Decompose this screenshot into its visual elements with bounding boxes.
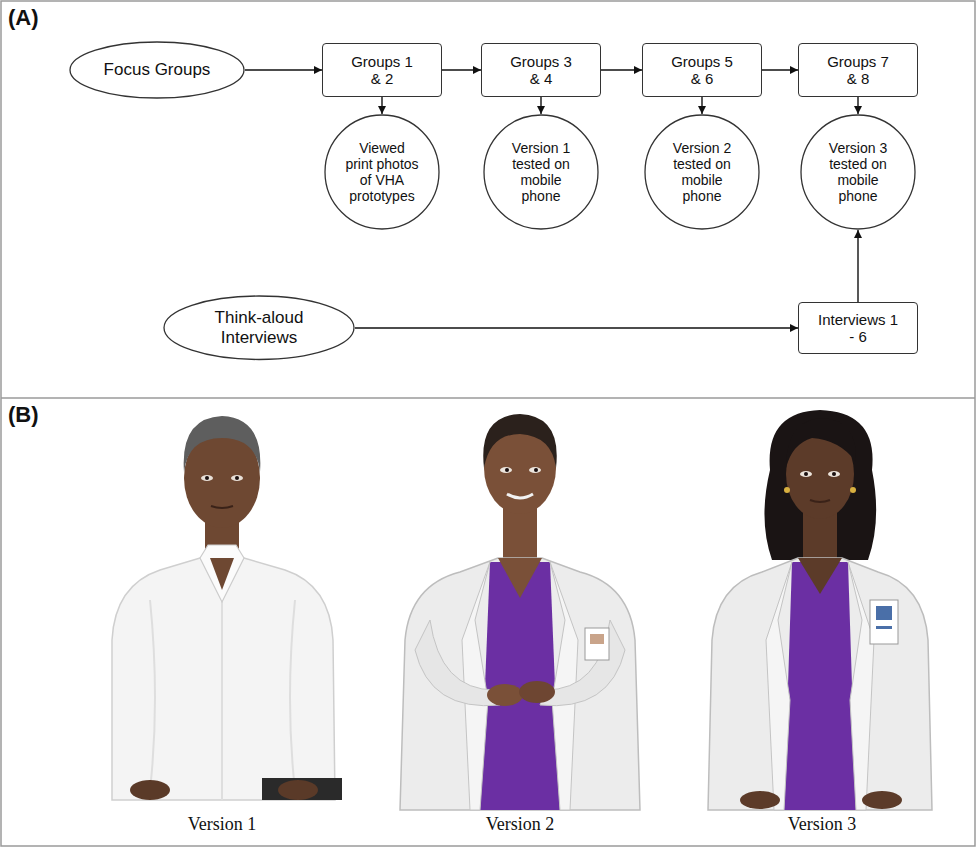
text-holder: Groups 5 & 6 (671, 53, 733, 88)
flow-arrow (762, 69, 798, 70)
text-holder: Viewed print photos of VHA prototypes (345, 140, 419, 204)
version-caption: Version 3 (788, 814, 857, 835)
node-text: Think-aloud Interviews (204, 308, 314, 347)
text-holder: Version 1 tested on mobile phone (504, 140, 578, 204)
node-text: Version 1 tested on mobile phone (504, 140, 578, 204)
text-holder: Version 3 tested on mobile phone (821, 140, 895, 204)
text-holder: Interviews 1 - 6 (817, 311, 899, 346)
ellipse-outline (70, 42, 244, 98)
flow-arrow (442, 69, 481, 70)
node-text: Viewed print photos of VHA prototypes (345, 140, 419, 204)
panel-letter: (A) (8, 5, 39, 31)
panel-divider (1, 397, 975, 399)
process-box: Interviews 1 - 6 (798, 302, 918, 354)
avatar-figure (400, 414, 640, 810)
outcome-circle: Version 3 tested on mobile phone (800, 114, 916, 230)
flow-arrow (540, 97, 541, 114)
avatar-figure (112, 416, 342, 800)
node-text: Focus Groups (104, 60, 211, 80)
ellipse-outline (164, 296, 354, 360)
node-text: Groups 7 & 8 (827, 53, 889, 88)
node-text: Interviews 1 - 6 (817, 311, 899, 346)
outcome-circle: Viewed print photos of VHA prototypes (324, 114, 440, 230)
outcome-circle: Version 1 tested on mobile phone (483, 114, 599, 230)
circle-outline (484, 115, 598, 229)
start-ellipse: Focus Groups (69, 41, 245, 99)
text-holder: Version 2 tested on mobile phone (665, 140, 739, 204)
circle-outline (645, 115, 759, 229)
flow-arrow (857, 97, 858, 114)
flow-arrow (381, 97, 382, 114)
flow-arrow (601, 69, 642, 70)
flow-arrow (857, 230, 858, 302)
flow-arrow (355, 327, 798, 328)
flow-arrow (701, 97, 702, 114)
node-text: Groups 3 & 4 (510, 53, 572, 88)
version-caption: Version 1 (188, 814, 257, 835)
version-caption: Version 2 (486, 814, 555, 835)
process-box: Groups 5 & 6 (642, 43, 762, 97)
outcome-circle: Version 2 tested on mobile phone (644, 114, 760, 230)
process-box: Groups 1 & 2 (322, 43, 442, 97)
node-text: Groups 5 & 6 (671, 53, 733, 88)
text-holder: Groups 1 & 2 (351, 53, 413, 88)
process-box: Groups 3 & 4 (481, 43, 601, 97)
process-box: Groups 7 & 8 (798, 43, 918, 97)
panel-letter: (B) (8, 402, 39, 428)
node-text: Version 3 tested on mobile phone (821, 140, 895, 204)
text-holder: Groups 3 & 4 (510, 53, 572, 88)
text-holder: Think-aloud Interviews (204, 308, 314, 347)
node-text: Groups 1 & 2 (351, 53, 413, 88)
circle-outline (801, 115, 915, 229)
circle-outline (325, 115, 439, 229)
flow-arrow (245, 69, 322, 70)
node-text: Version 2 tested on mobile phone (665, 140, 739, 204)
text-holder: Groups 7 & 8 (827, 53, 889, 88)
text-holder: Focus Groups (104, 60, 211, 80)
avatar-figure (708, 410, 932, 810)
start-ellipse: Think-aloud Interviews (163, 295, 355, 361)
